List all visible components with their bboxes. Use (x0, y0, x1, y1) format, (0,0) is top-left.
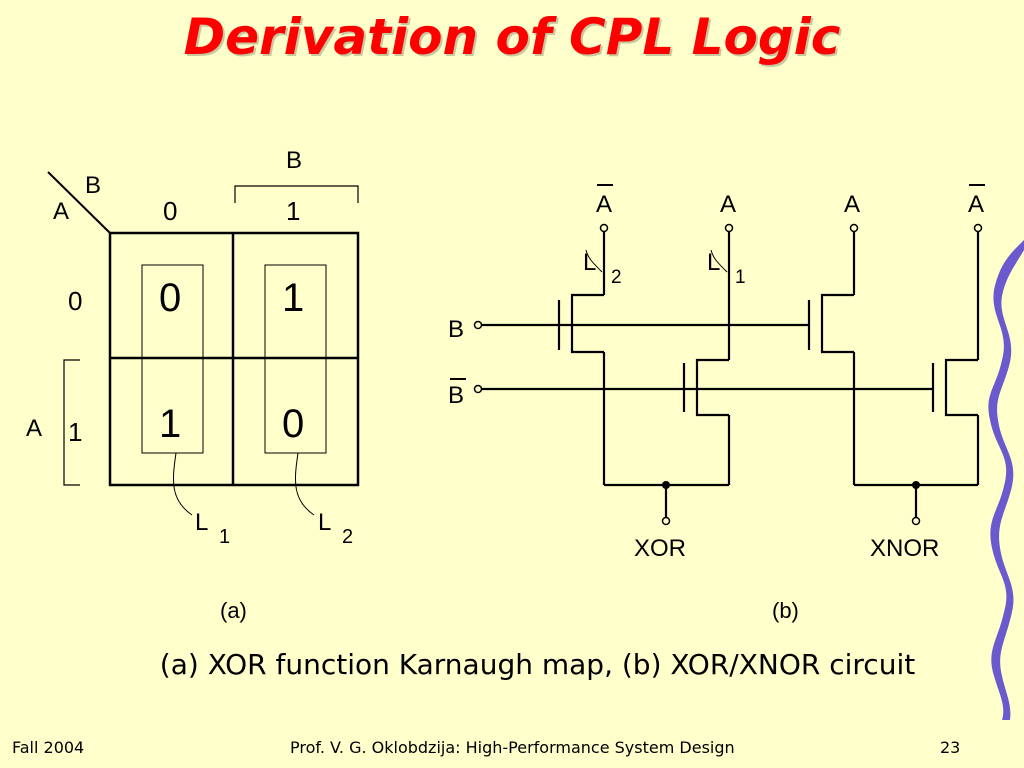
l2-leader (585, 249, 603, 273)
terminal-b (473, 320, 483, 330)
terminal-xor (661, 516, 671, 526)
kmap-l2-leader (294, 452, 315, 516)
terminal-xnor (911, 516, 921, 526)
kmap-row-header-1: 1 (68, 417, 82, 447)
kmap-cell-10: 1 (159, 402, 181, 446)
kmap-row-header-0: 0 (68, 286, 82, 316)
kmap-group-l2-box (264, 264, 327, 454)
circuit-input-4: A (968, 191, 984, 218)
circuit-input-1: A (596, 191, 612, 218)
kmap-col-header-1: 1 (286, 196, 300, 226)
circuit-l1-sub: 1 (735, 267, 746, 288)
junction-xnor (912, 481, 920, 489)
transistor-1-channel (570, 293, 604, 354)
terminals (473, 223, 983, 526)
kmap-corner-diagonal (47, 171, 111, 234)
footer-date: Fall 2004 (12, 738, 85, 757)
kmap-b-bracket (234, 185, 359, 203)
panel-a-label: (a) (220, 598, 247, 623)
circuit-l2-sub: 2 (611, 267, 622, 288)
terminal-top-3 (849, 223, 859, 233)
kmap-l2-letter: L (318, 509, 331, 536)
decorative-wave-inner (997, 250, 1024, 720)
transistor-2-channel (695, 358, 729, 417)
circuit-input-b-bar: B (448, 382, 464, 409)
kmap-corner-b-label: B (85, 172, 101, 199)
circuit-out-xor: XOR (634, 535, 686, 562)
kmap-l1-sub: 1 (219, 526, 230, 548)
kmap-l1-leader (172, 452, 193, 516)
transistor-4-channel (944, 358, 978, 417)
junction-xor (662, 481, 670, 489)
terminal-b-bar (473, 384, 483, 394)
kmap-group-l1-box (141, 264, 204, 454)
l1-leader (710, 249, 728, 273)
kmap-cell-00: 0 (159, 276, 181, 320)
kmap-cell-01: 1 (282, 276, 304, 320)
circuit-input-3: A (844, 191, 860, 218)
kmap-a-bracket (63, 359, 80, 486)
circuit-input-2: A (720, 191, 736, 218)
footer-author: Prof. V. G. Oklobdzija: High-Performance… (290, 738, 735, 757)
kmap-a-bracket-label: A (26, 415, 42, 442)
kmap-l1-letter: L (195, 509, 208, 536)
circuit-out-xnor: XNOR (870, 535, 939, 562)
kmap-l2-sub: 2 (342, 526, 353, 548)
slide-title: Derivation of CPL Logic (183, 8, 841, 66)
kmap-corner-a-label: A (53, 198, 69, 225)
terminal-top-2 (724, 223, 734, 233)
panel-b-label: (b) (772, 598, 799, 623)
figure-caption: (a) XOR function Karnaugh map, (b) XOR/X… (159, 648, 916, 681)
kmap-b-bracket-label: B (286, 147, 302, 174)
transistor-3-channel (820, 293, 854, 354)
terminal-top-4 (973, 223, 983, 233)
cpl-circuit (482, 232, 980, 518)
karnaugh-map (47, 171, 360, 516)
terminal-top-1 (599, 223, 609, 233)
kmap-col-header-0: 0 (163, 196, 177, 226)
circuit-input-b: B (448, 316, 464, 343)
circuit-l1-letter: L (707, 249, 720, 276)
kmap-cell-11: 0 (282, 402, 304, 446)
circuit-l2-letter: L (583, 249, 596, 276)
footer-page-number: 23 (940, 738, 961, 757)
